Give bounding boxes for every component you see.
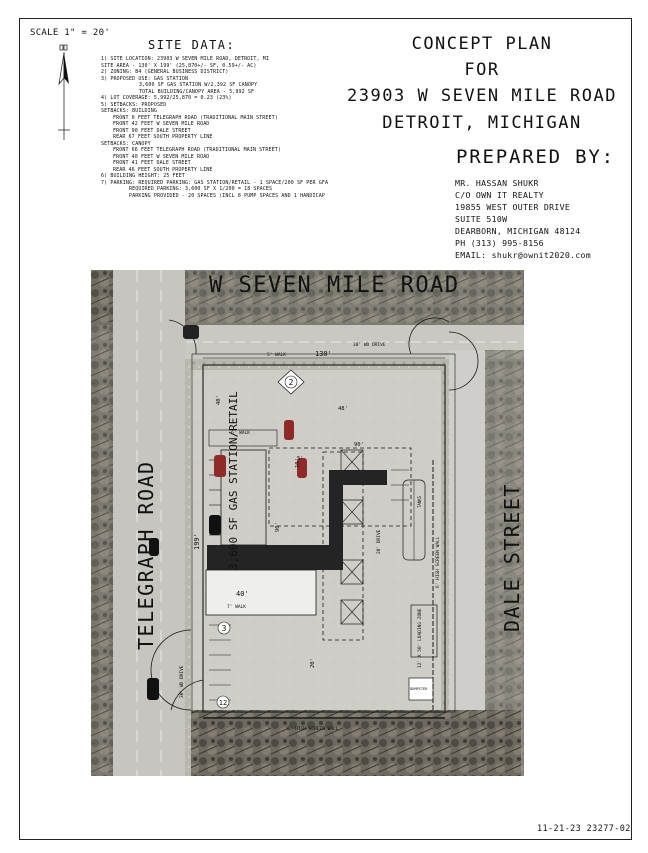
dimension-labels: 130' 199' 90' 40' 90' 30' WD DRIVE 30' W…	[179, 342, 441, 732]
parking-count-label: 2	[289, 378, 294, 387]
site-data-line: 3,600 SF GAS STATION W/2,392 SF CANOPY	[139, 82, 258, 88]
dim-40: 40'	[216, 395, 222, 405]
dim-loading-zone: 12' X 50' LOADING ZONE	[417, 608, 423, 668]
site-data-line: 5) SETBACKS: PROPOSED	[101, 101, 167, 108]
prepared-by-line: SUITE 510W	[455, 214, 508, 224]
site-data-line: 2) ZONING: B4 (GENERAL BUSINESS DISTRICT…	[101, 69, 229, 75]
drawing-reference: 11-21-23 23277-02	[537, 824, 631, 834]
site-pavement	[191, 370, 441, 710]
site-data-line: 3) PROPOSED USE: GAS STATION	[101, 75, 189, 82]
building-footprint	[205, 569, 317, 616]
prepared-by-line: PH (313) 995-8156	[455, 238, 544, 248]
dim-20: 20'	[310, 658, 316, 668]
site-data-line: SETBACKS: BUILDING	[101, 108, 157, 114]
road-label-dale: DALE STREET	[500, 483, 524, 632]
site-data-line: PARKING PROVIDED - 20 SPACES (INCL 8 PUM…	[129, 192, 325, 199]
road-label-seven-mile: W SEVEN MILE ROAD	[209, 273, 460, 298]
dim-canopy-width: 90'	[354, 442, 364, 448]
dim-5: 5'	[297, 456, 304, 462]
dim-walk-6: 6' WALK	[231, 430, 250, 436]
title-line-1: CONCEPT PLAN	[411, 34, 553, 54]
dim-lot-depth: 199'	[193, 533, 201, 550]
site-data-line: TOTAL BUILDING/CANOPY AREA - 5,992 SF	[139, 88, 255, 95]
dim-island: 20' DRIVE	[376, 529, 382, 554]
parking-count-label: 3	[222, 624, 227, 633]
title-line-4: DETROIT, MICHIGAN	[382, 113, 582, 133]
dim-10: 10'	[295, 458, 301, 468]
site-data-line: 4) LOT COVERAGE: 5,992/25,870 = 0.23 (23…	[101, 95, 232, 101]
north-arrow-icon	[58, 44, 70, 140]
site-data-line: FRONT 90 FEET DALE STREET	[113, 127, 191, 134]
site-data-line: REAR 67 FEET SOUTH PROPERTY LINE	[113, 134, 213, 140]
dim-sidewalk: 5' WALK	[267, 352, 286, 358]
dim-west-drive: 30' WD DRIVE	[179, 665, 185, 698]
prepared-by-line: C/O OWN IT REALTY	[455, 190, 544, 200]
site-data-line: FRONT 40 FEET W SEVEN MILE ROAD	[113, 153, 210, 160]
dim-building-depth: 90'	[275, 522, 281, 532]
prepared-by-line: 19855 WEST OUTER DRIVE	[455, 202, 571, 212]
prepared-by-line: DEARBORN, MICHIGAN 48124	[455, 226, 581, 236]
site-data-line: FRONT 41 FEET DALE STREET	[113, 160, 191, 166]
site-data-line: 6) BUILDING HEIGHT: 25 FEET	[101, 173, 185, 179]
site-data-line: SITE AREA - 130' X 199' (25,870+/- SF, 0…	[101, 62, 257, 69]
dim-north-drive: 30' WD DRIVE	[353, 342, 386, 348]
loading-zone	[410, 604, 438, 658]
dim-building-width: 40'	[236, 590, 249, 598]
site-data-line: SETBACKS: CANOPY	[101, 140, 151, 147]
site-data-line: FRONT 42 FEET W SEVEN MILE ROAD	[113, 121, 210, 127]
title-line-3: 23903 W SEVEN MILE ROAD	[347, 86, 617, 106]
site-data-line: FRONT 66 FEET TELEGRAPH ROAD (TRADITIONA…	[113, 147, 281, 153]
building-label: 3,600 SF GAS STATION/RETAIL	[227, 391, 240, 570]
dim-walk-7: 7' WALK	[227, 604, 246, 610]
site-data-line: FRONT 0 FEET TELEGRAPH ROAD (TRADITIONAL…	[113, 114, 278, 121]
south-trees	[191, 710, 521, 776]
parking-count-markers: 2 3 12	[216, 369, 305, 709]
site-data-list: 1) SITE LOCATION: 23903 W SEVEN MILE ROA…	[101, 56, 328, 199]
dim-screen-wall: 6' HIGH SCREEN WALL	[287, 726, 339, 732]
dim-dumpster: DUMPSTER	[410, 687, 428, 691]
scale-note: SCALE 1" = 20'	[30, 28, 111, 38]
site-data-line: 7) PARKING: REQUIRED PARKING: GAS STATIO…	[101, 179, 329, 186]
prepared-by-heading: PREPARED BY:	[456, 146, 615, 168]
site-data-line: 1) SITE LOCATION: 23903 W SEVEN MILE ROA…	[101, 56, 269, 62]
dim-tanks: TANKS	[417, 495, 422, 508]
dim-screen-wall-east: 6' HIGH SCREEN WALL	[435, 536, 441, 588]
site-data-title: SITE DATA:	[148, 38, 236, 52]
site-data-line: REQUIRED PARKING: 3,600 SF X 1/200 = 18 …	[129, 186, 273, 192]
parking-count-label: 12	[219, 699, 227, 707]
road-label-telegraph: TELEGRAPH ROAD	[134, 460, 158, 650]
vehicle-icons	[147, 325, 307, 700]
sheet-border	[19, 18, 632, 840]
site-data-line: REAR 46 FEET SOUTH PROPERTY LINE	[113, 166, 213, 173]
prepared-by-line: EMAIL: shukr@ownit2020.com	[455, 250, 591, 260]
dim-48: 48'	[338, 406, 348, 412]
dim-lot-width: 130'	[315, 350, 332, 358]
site-plan: 2 3 12 W SEVEN MILE ROAD TELEGRAPH ROAD …	[91, 270, 524, 776]
prepared-by-line: MR. HASSAN SHUKR	[455, 178, 539, 188]
title-line-2: FOR	[464, 60, 500, 80]
